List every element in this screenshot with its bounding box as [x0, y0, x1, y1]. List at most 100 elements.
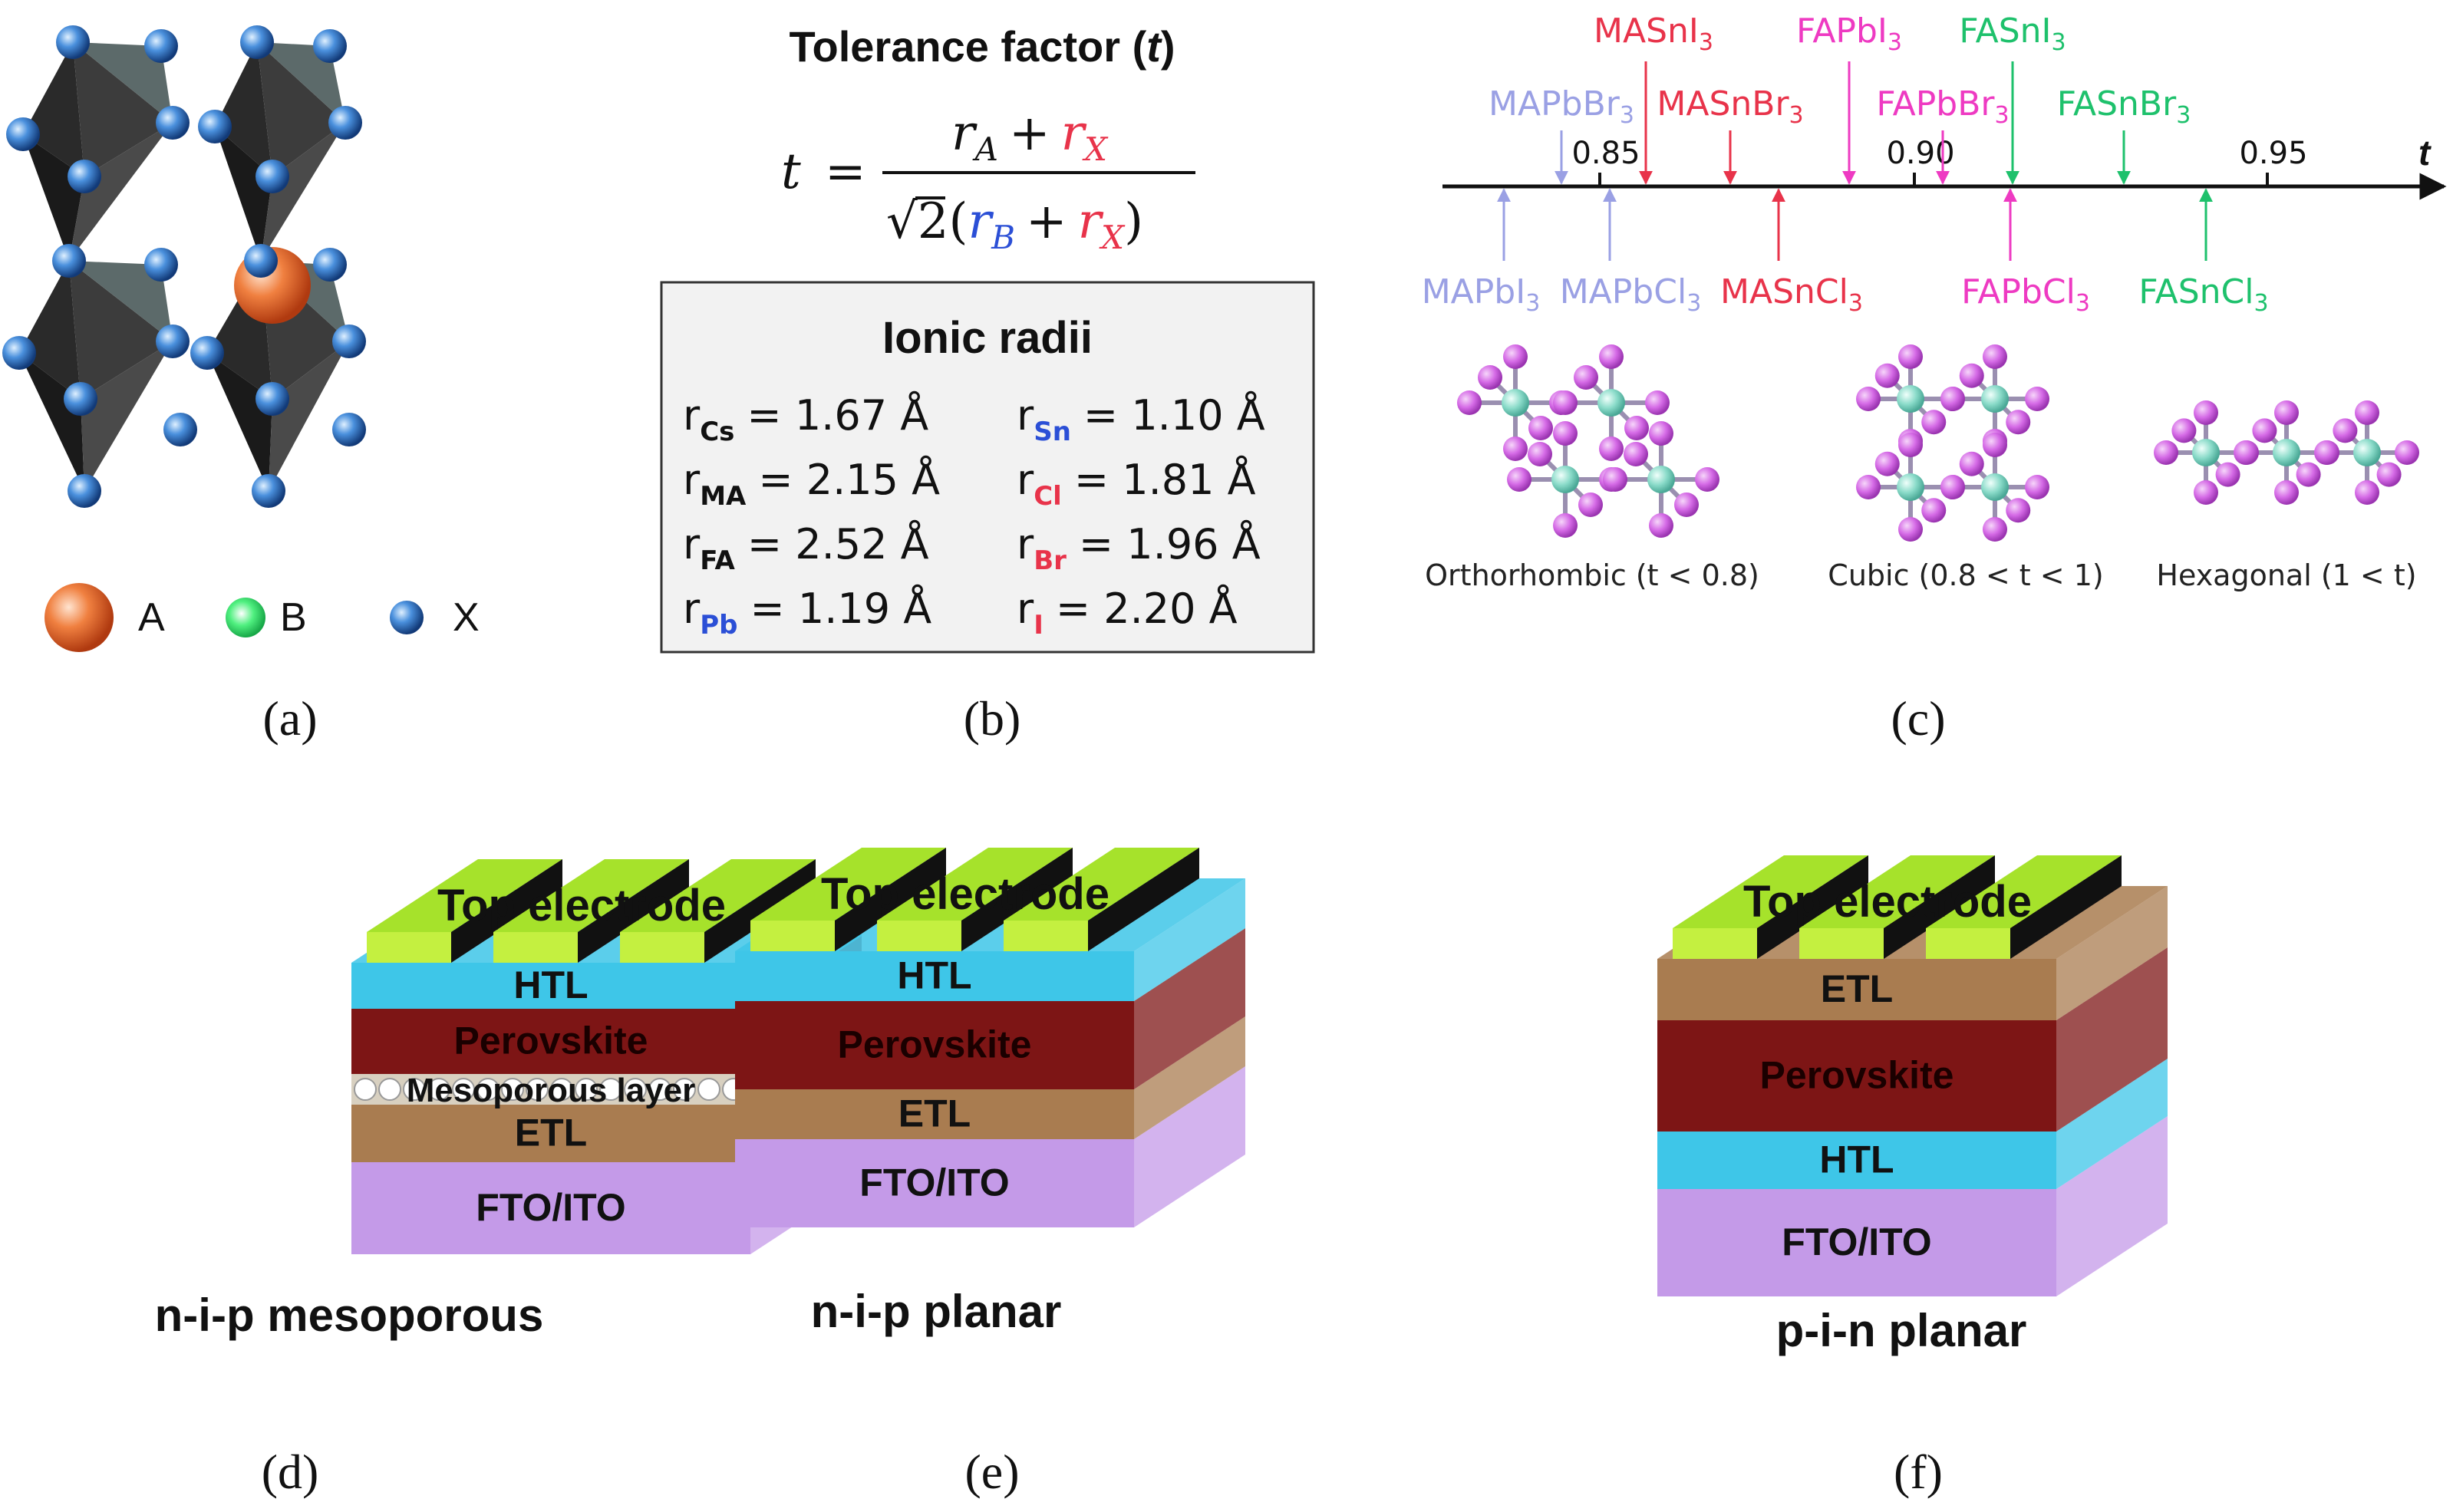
compound-label: FASnCl3 [2138, 272, 2268, 317]
layer-label: FTO/ITO [1782, 1220, 1931, 1263]
halide-atom [2025, 387, 2049, 411]
layer-front [1657, 1020, 2056, 1132]
electrode-top [367, 859, 562, 932]
halide-atom [2355, 480, 2379, 505]
legend-a-atom [45, 583, 114, 652]
layer-side [2056, 947, 2168, 1132]
layer-front [1657, 1132, 2056, 1189]
layer-front [735, 1139, 1134, 1227]
x-anion-group [2, 25, 366, 508]
layer-label: ETL [898, 1092, 971, 1135]
layer-label: FTO/ITO [859, 1161, 1009, 1204]
halide-atom [1856, 387, 1881, 411]
layer-side [1134, 878, 1245, 1001]
halide-atom [1478, 365, 1502, 390]
electrode-top [1673, 855, 1868, 928]
halide-atom [1578, 492, 1603, 517]
layer-side [1134, 928, 1245, 1089]
x-anion [328, 106, 362, 140]
halide-atom [1553, 421, 1578, 446]
layer-label: Perovskite [454, 1020, 648, 1062]
halide-atom [1874, 363, 1900, 388]
x-anion [240, 25, 274, 59]
radius-right: rI= 2.20 Å [1017, 584, 1238, 641]
radius-left: rCs= 1.67 Å [683, 390, 928, 447]
device-caption: (e) [964, 1444, 1019, 1499]
halide-atom [2025, 475, 2049, 499]
halide-atom [1553, 390, 1578, 415]
halide-atom [1507, 467, 1531, 492]
halide-atom [2234, 440, 2259, 465]
mesoporous-particle [526, 1078, 549, 1101]
metal-atom [2353, 439, 2381, 466]
mesoporous-particle [673, 1078, 696, 1101]
halide-atom [1674, 492, 1699, 517]
halide-atom [2333, 418, 2358, 443]
layer-side [2056, 1059, 2168, 1189]
device-name: n-i-p mesoporous [155, 1290, 544, 1341]
metal-atom [1597, 389, 1625, 417]
halide-atom [1983, 433, 2007, 457]
halide-atom [1624, 442, 1648, 466]
halide-atom [1898, 433, 1923, 457]
compound-label: MASnCl3 [1720, 272, 1863, 317]
layer-label: ETL [1821, 967, 1893, 1010]
x-anion [256, 160, 289, 193]
layer-front [1657, 959, 2056, 1020]
halide-atom [1921, 410, 1947, 435]
halide-atom [1599, 344, 1624, 369]
layer-label: Perovskite [1760, 1054, 1954, 1097]
x-anion [332, 413, 366, 446]
halide-atom [1940, 387, 1965, 411]
tick-label: 0.85 [1571, 136, 1640, 171]
halide-atom [1983, 344, 2007, 369]
metal-atom [1647, 466, 1675, 493]
legend-x-atom [390, 601, 424, 634]
compound-label: FASnI3 [1959, 12, 2066, 56]
electrode-side [961, 848, 1073, 951]
cubic-structure [1856, 344, 2049, 542]
halide-atom [2315, 440, 2339, 465]
electrode-top [1799, 855, 1995, 928]
legend-b-label: B [280, 595, 307, 640]
halide-atom [1503, 344, 1528, 369]
halide-atom [2154, 440, 2178, 465]
compound-label: MASnI3 [1594, 12, 1713, 56]
x-anion [144, 29, 178, 63]
electrode-front [493, 932, 578, 963]
mesoporous-particle [550, 1078, 573, 1101]
metal-atom [2192, 439, 2220, 466]
formula-numerator: rA+rX [951, 105, 1109, 168]
halide-atom [1503, 436, 1528, 461]
tolerance-formula: t = rA+rX √2(rB+rX) [781, 105, 1195, 256]
panel-a-crystal-structure: A B X (a) [2, 25, 480, 746]
mesoporous-particle [354, 1078, 377, 1101]
device-name: p-i-n planar [1776, 1305, 2027, 1356]
electrode-front [877, 921, 961, 951]
x-anion [56, 25, 90, 59]
electrode-front [367, 932, 451, 963]
halide-atom [2171, 418, 2197, 443]
halide-atom [2194, 480, 2218, 505]
mesoporous-particle [476, 1078, 500, 1101]
orthorhombic-structure [1457, 344, 1719, 538]
halide-atom [2274, 480, 2299, 505]
x-anion [252, 474, 285, 508]
layer-front [1657, 1189, 2056, 1296]
halide-atom [1528, 442, 1552, 466]
x-anion [6, 117, 40, 151]
x-anion [144, 248, 178, 282]
halide-atom [2274, 400, 2299, 425]
x-anion [2, 336, 36, 370]
radius-right: rSn= 1.10 Å [1017, 390, 1265, 447]
halide-atom [1959, 363, 1984, 388]
caption-a: (a) [262, 691, 317, 746]
x-anion [256, 382, 289, 416]
tolerance-title: Tolerance factor (t) [789, 22, 1175, 71]
electrode-top [1926, 855, 2122, 928]
device-name: n-i-p planar [811, 1286, 1062, 1337]
layer-front [735, 1001, 1134, 1089]
